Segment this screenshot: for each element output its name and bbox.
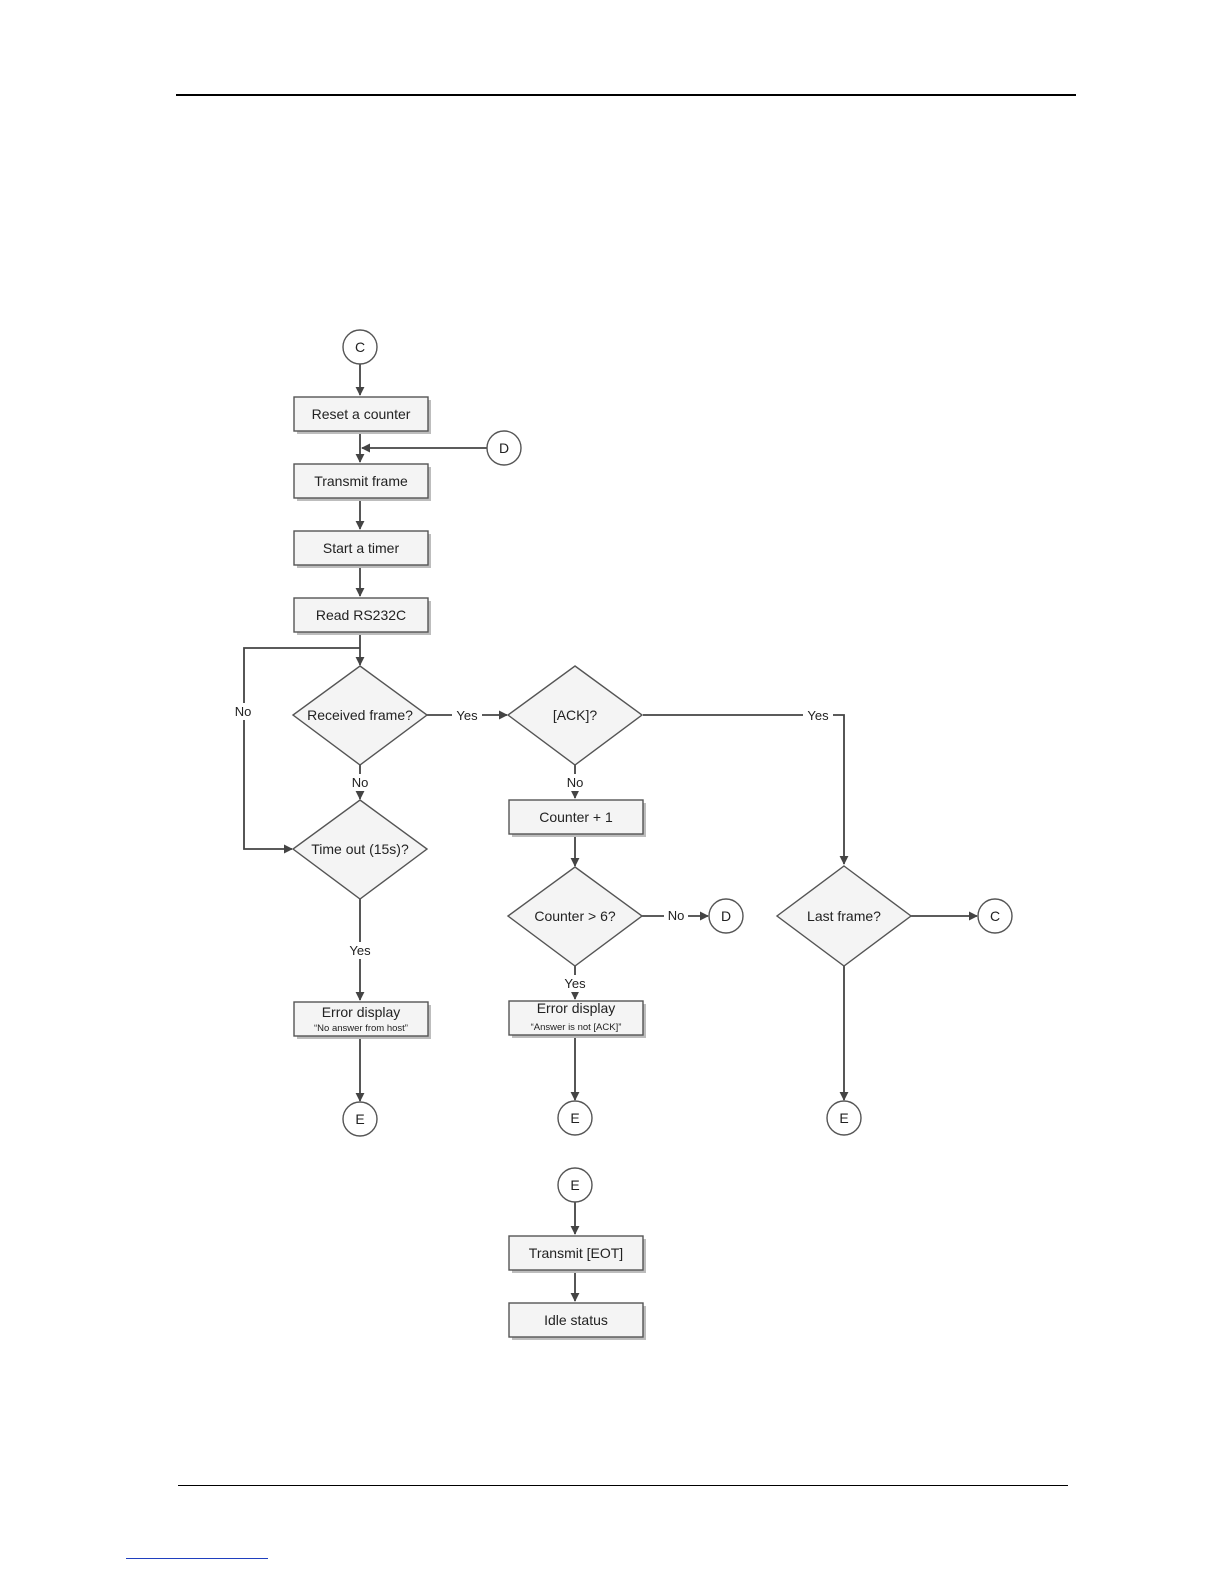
- svg-text:Received frame?: Received frame?: [307, 707, 413, 723]
- svg-text:Transmit [EOT]: Transmit [EOT]: [529, 1245, 623, 1261]
- error-no-answer-box: Error display “No answer from host”: [294, 1002, 431, 1039]
- svg-text:[ACK]?: [ACK]?: [553, 707, 598, 723]
- connector-e-2: E: [558, 1101, 592, 1135]
- ack-yes-label: Yes: [807, 708, 829, 723]
- received-yes-label: Yes: [456, 708, 478, 723]
- counter-yes-label: Yes: [564, 976, 586, 991]
- idle-status-box: Idle status: [509, 1303, 646, 1340]
- svg-text:E: E: [355, 1111, 364, 1127]
- svg-text:Start a timer: Start a timer: [323, 540, 400, 556]
- svg-text:E: E: [570, 1177, 579, 1193]
- connector-d-in: D: [487, 431, 521, 465]
- svg-text:Counter > 6?: Counter > 6?: [534, 908, 616, 924]
- svg-text:E: E: [570, 1110, 579, 1126]
- ack-decision: [ACK]?: [508, 666, 642, 765]
- counter-no-label: No: [668, 908, 685, 923]
- reset-counter-box: Reset a counter: [294, 397, 431, 434]
- last-frame-decision: Last frame?: [777, 866, 911, 966]
- no-loop-label: No: [235, 704, 252, 719]
- error-not-ack-box: Error display “Answer is not [ACK]”: [509, 1000, 646, 1038]
- svg-text:“Answer is not [ACK]”: “Answer is not [ACK]”: [531, 1022, 622, 1033]
- counter-plus-box: Counter + 1: [509, 800, 646, 837]
- svg-text:Time out (15s)?: Time out (15s)?: [311, 841, 409, 857]
- svg-text:C: C: [355, 339, 365, 355]
- connector-c-top: C: [343, 330, 377, 364]
- timeout-yes-label: Yes: [349, 943, 371, 958]
- received-frame-decision: Received frame?: [293, 666, 427, 765]
- svg-text:D: D: [721, 908, 731, 924]
- svg-text:Counter + 1: Counter + 1: [539, 809, 613, 825]
- read-rs232c-box: Read RS232C: [294, 598, 431, 635]
- connector-c-out: C: [978, 899, 1012, 933]
- transmit-eot-box: Transmit [EOT]: [509, 1236, 646, 1273]
- start-timer-box: Start a timer: [294, 531, 431, 568]
- connector-e-1: E: [343, 1102, 377, 1136]
- connector-e-start: E: [558, 1168, 592, 1202]
- received-no-label: No: [352, 775, 369, 790]
- counter-gt6-decision: Counter > 6?: [508, 867, 642, 966]
- svg-text:Error display: Error display: [322, 1004, 401, 1020]
- svg-text:Error display: Error display: [537, 1000, 616, 1016]
- svg-text:“No answer from host”: “No answer from host”: [314, 1023, 408, 1034]
- svg-text:Read RS232C: Read RS232C: [316, 607, 406, 623]
- connector-d-out: D: [709, 899, 743, 933]
- connector-e-3: E: [827, 1101, 861, 1135]
- timeout-decision: Time out (15s)?: [293, 800, 427, 899]
- svg-text:E: E: [839, 1110, 848, 1126]
- svg-text:D: D: [499, 440, 509, 456]
- ack-no-label: No: [567, 775, 584, 790]
- svg-text:Last frame?: Last frame?: [807, 908, 881, 924]
- svg-text:Idle status: Idle status: [544, 1312, 608, 1328]
- svg-text:Reset a counter: Reset a counter: [312, 406, 411, 422]
- svg-text:Transmit frame: Transmit frame: [314, 473, 408, 489]
- transmit-frame-box: Transmit frame: [294, 464, 431, 501]
- svg-text:C: C: [990, 908, 1000, 924]
